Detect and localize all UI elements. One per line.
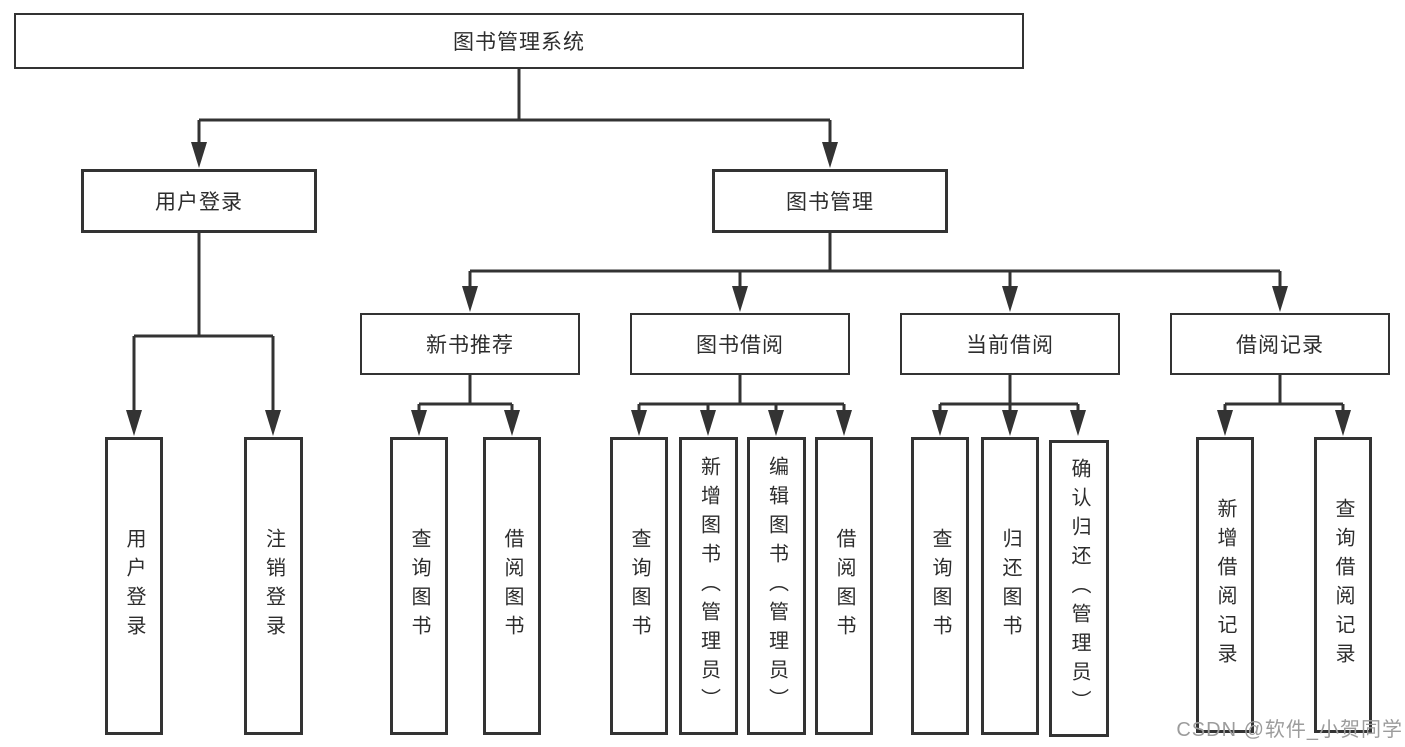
connector-current-borrow	[932, 375, 1086, 436]
node-root-label: 图书管理系统	[453, 31, 585, 54]
arrowhead-icon	[1272, 286, 1288, 312]
node-new-book-recommend: 新书推荐	[360, 313, 580, 375]
leaf-query-books-1-label: 查询图书	[408, 528, 430, 644]
connector-new-book	[411, 375, 520, 436]
leaf-user-login: 用户登录	[105, 437, 163, 735]
arrowhead-icon	[768, 410, 784, 436]
arrowhead-icon	[265, 410, 281, 436]
leaf-add-book-admin-label: 新增图书（管理员）	[697, 455, 720, 717]
connector-book-borrow	[631, 375, 852, 436]
arrowhead-icon	[462, 286, 478, 312]
arrowhead-icon	[1070, 410, 1086, 436]
node-root: 图书管理系统	[14, 13, 1024, 69]
arrowhead-icon	[1335, 410, 1351, 436]
arrowhead-icon	[822, 142, 838, 168]
leaf-return-book: 归还图书	[981, 437, 1039, 735]
leaf-query-books-3-label: 查询图书	[929, 528, 951, 644]
node-book-borrow-label: 图书借阅	[696, 334, 784, 357]
node-borrow-records-label: 借阅记录	[1236, 334, 1324, 357]
arrowhead-icon	[732, 286, 748, 312]
arrowhead-icon	[700, 410, 716, 436]
leaf-add-borrow-record: 新增借阅记录	[1196, 437, 1254, 733]
node-current-borrow: 当前借阅	[900, 313, 1120, 375]
node-borrow-records: 借阅记录	[1170, 313, 1390, 375]
node-user-login-label: 用户登录	[155, 191, 243, 214]
leaf-query-borrow-record-label: 查询借阅记录	[1332, 498, 1354, 672]
node-book-management: 图书管理	[712, 169, 948, 233]
leaf-edit-book-admin: 编辑图书（管理员）	[747, 437, 806, 735]
leaf-logout-label: 注销登录	[262, 528, 285, 644]
leaf-query-books-2: 查询图书	[610, 437, 668, 735]
leaf-confirm-return-admin-label: 确认归还（管理员）	[1068, 458, 1090, 719]
leaf-query-books-2-label: 查询图书	[628, 528, 650, 644]
arrowhead-icon	[191, 142, 207, 168]
arrowhead-icon	[631, 410, 647, 436]
connector-book-management	[462, 233, 1288, 312]
node-new-book-recommend-label: 新书推荐	[426, 334, 514, 357]
leaf-query-books-1: 查询图书	[390, 437, 448, 735]
leaf-query-books-3: 查询图书	[911, 437, 969, 735]
node-current-borrow-label: 当前借阅	[966, 334, 1054, 357]
leaf-add-book-admin: 新增图书（管理员）	[679, 437, 738, 735]
leaf-query-borrow-record: 查询借阅记录	[1314, 437, 1372, 733]
leaf-add-borrow-record-label: 新增借阅记录	[1214, 498, 1236, 672]
connector-user-login	[126, 233, 281, 436]
arrowhead-icon	[126, 410, 142, 436]
arrowhead-icon	[504, 410, 520, 436]
node-book-management-label: 图书管理	[786, 191, 874, 214]
arrowhead-icon	[1002, 286, 1018, 312]
leaf-borrow-books-1: 借阅图书	[483, 437, 541, 735]
leaf-return-book-label: 归还图书	[999, 528, 1021, 644]
arrowhead-icon	[932, 410, 948, 436]
arrowhead-icon	[1217, 410, 1233, 436]
arrowhead-icon	[836, 410, 852, 436]
arrowhead-icon	[1002, 410, 1018, 436]
leaf-borrow-books-1-label: 借阅图书	[501, 528, 523, 644]
arrowhead-icon	[411, 410, 427, 436]
watermark-csdn: CSDN @软件_小贺同学	[1176, 719, 1403, 741]
leaf-edit-book-admin-label: 编辑图书（管理员）	[765, 455, 788, 717]
leaf-confirm-return-admin: 确认归还（管理员）	[1049, 440, 1109, 737]
node-book-borrow: 图书借阅	[630, 313, 850, 375]
leaf-user-login-label: 用户登录	[123, 528, 145, 644]
connector-borrow-records	[1217, 375, 1351, 436]
node-user-login: 用户登录	[81, 169, 317, 233]
leaf-logout: 注销登录	[244, 437, 303, 735]
leaf-borrow-books-2: 借阅图书	[815, 437, 873, 735]
leaf-borrow-books-2-label: 借阅图书	[833, 528, 855, 644]
connector-root	[191, 69, 838, 168]
